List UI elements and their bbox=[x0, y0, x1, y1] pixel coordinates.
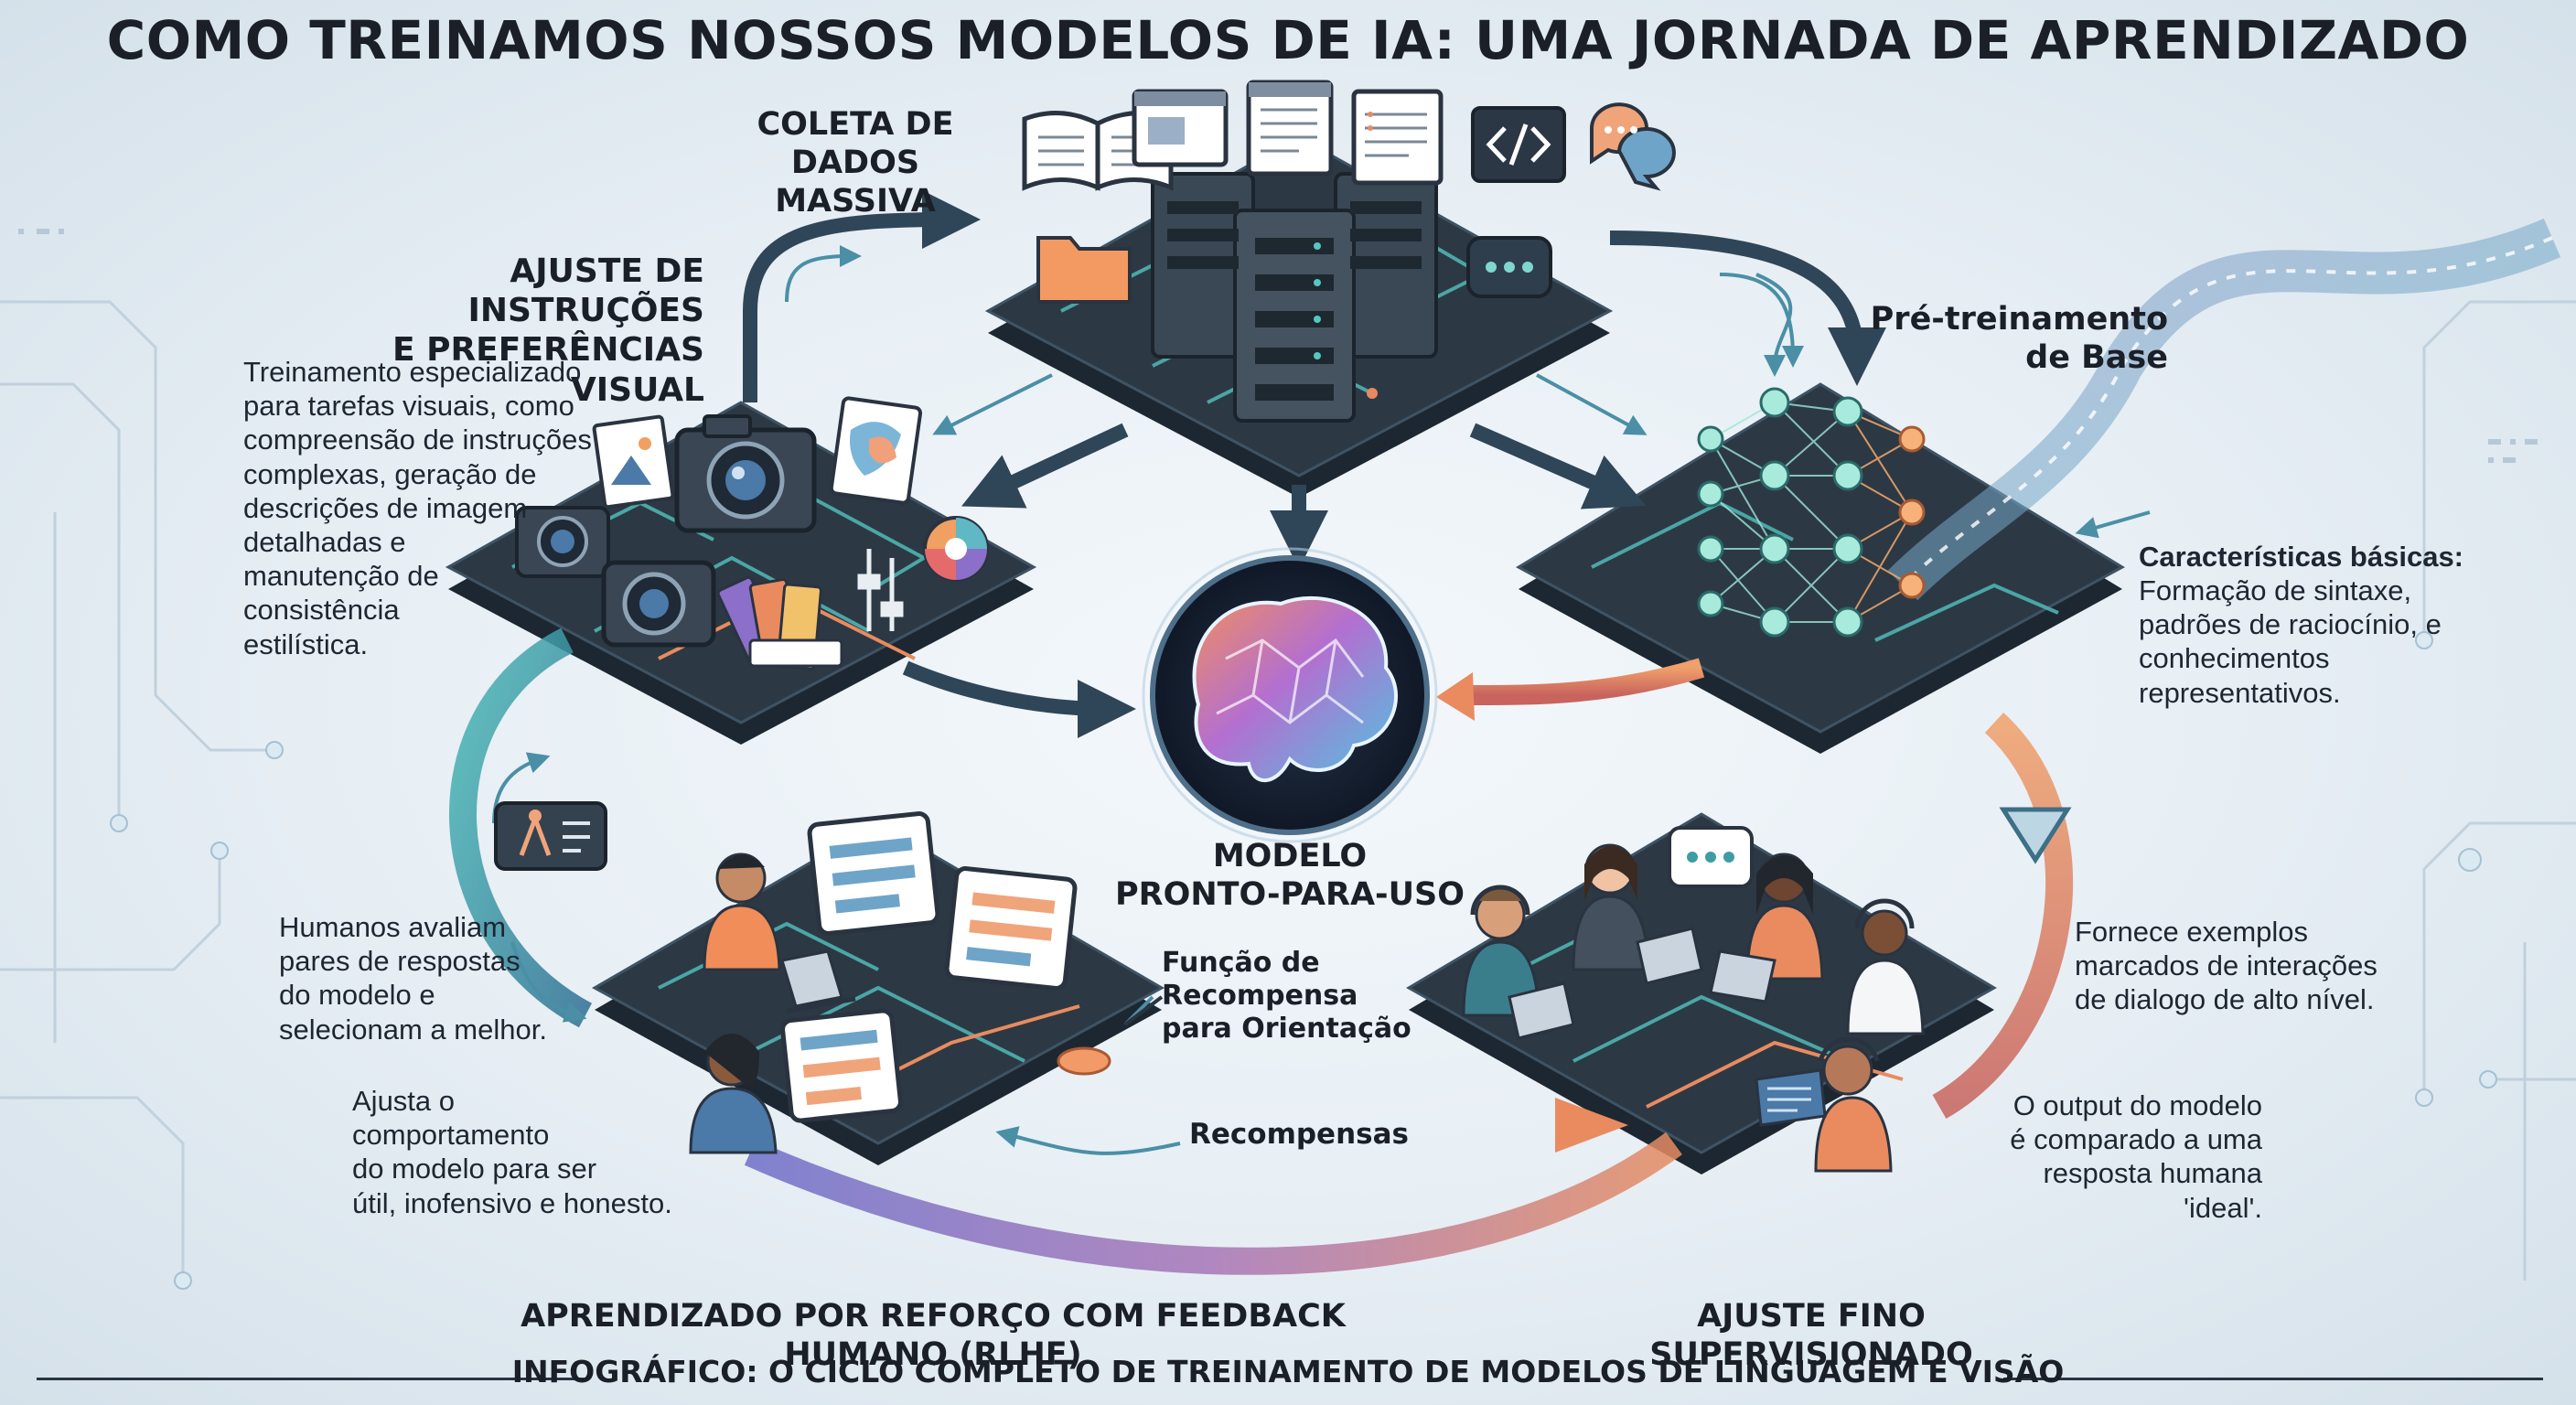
color-wheel-icon bbox=[923, 516, 989, 582]
camera-icon bbox=[515, 414, 817, 648]
folder-icon bbox=[1036, 236, 1132, 304]
visual-tuning-description: Treinamento especializado para tarefas v… bbox=[243, 356, 592, 660]
rlhf-description-1: Humanos avaliam pares de respostas do mo… bbox=[279, 911, 547, 1046]
pretraining-desc-heading: Características básicas: bbox=[2139, 541, 2464, 573]
pretraining-title: Pré-treinamento de Base bbox=[1870, 301, 2168, 376]
browser-window-icon bbox=[1132, 80, 1334, 177]
neural-network-icon bbox=[1697, 387, 1926, 638]
sft-title: AJUSTE FINO SUPERVISIONADO bbox=[1649, 1298, 1973, 1373]
slider-icon bbox=[857, 549, 904, 631]
person-card-icon bbox=[494, 801, 607, 871]
sft-description-1: Fornece exemplos marcados de interações … bbox=[2075, 916, 2377, 1016]
code-icon bbox=[1471, 106, 1566, 183]
page-title: COMO TREINAMOS NOSSOS MODELOS DE IA: UMA… bbox=[106, 9, 2470, 71]
visual-tuning-title: AJUSTE DE INSTRUÇÕES E PREFERÊNCIAS VISU… bbox=[392, 252, 704, 409]
rlhf-screens bbox=[780, 811, 1078, 1123]
triangle-icon bbox=[1999, 807, 2072, 864]
laptop-icon bbox=[780, 949, 856, 1014]
data-collection-title: COLETA DE DADOS MASSIVA bbox=[757, 106, 954, 220]
person-icon bbox=[689, 853, 781, 1154]
document-icon bbox=[1351, 89, 1444, 186]
footer-line-right bbox=[2003, 1378, 2543, 1380]
chat-bubble-icon bbox=[1466, 102, 1754, 888]
center-model-title: MODELO PRONTO-PARA-USO bbox=[1115, 838, 1465, 913]
footer-line-left bbox=[37, 1378, 585, 1380]
sft-people bbox=[1462, 843, 1925, 1173]
server-icon bbox=[1151, 172, 1438, 423]
sft-description-2: O output do modelo é comparado a uma res… bbox=[2010, 1089, 2262, 1224]
pretraining-description: Formação de sintaxe, padrões de raciocín… bbox=[2139, 574, 2442, 709]
rlhf-description-2: Ajusta o comportamento do modelo para se… bbox=[352, 1085, 672, 1219]
palette-icon bbox=[716, 575, 843, 670]
reward-marker bbox=[1057, 995, 1164, 1076]
image-icon bbox=[592, 396, 923, 509]
platform-pretraining bbox=[1515, 382, 2126, 754]
rewards-label: Recompensas bbox=[1189, 1118, 1409, 1151]
brain-icon bbox=[1142, 547, 1438, 843]
rlhf-title: APRENDIZADO POR REFORÇO COM FEEDBACK HUM… bbox=[521, 1298, 1346, 1373]
footer-caption: INFOGRÁFICO: O CICLO COMPLETO DE TREINAM… bbox=[511, 1354, 2065, 1389]
reward-function-label: Função de Recompensa para Orientação bbox=[1162, 947, 1411, 1045]
